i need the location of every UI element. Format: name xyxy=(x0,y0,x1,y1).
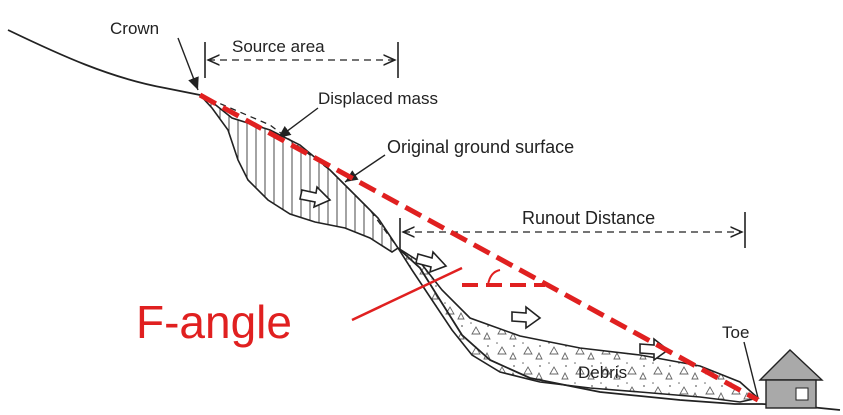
source-area-label: Source area xyxy=(232,37,325,56)
displaced-mass-area xyxy=(199,94,400,253)
movement-arrow-3 xyxy=(511,305,542,330)
f-angle-label: F-angle xyxy=(136,296,292,348)
movement-arrow-2 xyxy=(415,250,448,274)
original-ground-surface-line xyxy=(199,94,399,249)
crown-leader xyxy=(177,37,199,91)
toe-leader xyxy=(743,341,759,399)
debris-area xyxy=(397,247,760,403)
original-ground-surface-label: Original ground surface xyxy=(387,137,574,157)
source-area-dimension xyxy=(204,42,399,78)
ground-profile-upper xyxy=(7,29,201,96)
runout-distance-label: Runout Distance xyxy=(522,208,655,228)
reach-line xyxy=(198,92,760,403)
movement-arrow-4 xyxy=(639,337,670,362)
displaced-mass-label: Displaced mass xyxy=(318,89,438,108)
runout-distance-dimension xyxy=(399,212,746,250)
house-icon xyxy=(758,349,824,409)
crown-label: Crown xyxy=(110,19,159,38)
angle-arc xyxy=(487,269,501,286)
debris-label: Debris xyxy=(578,363,627,382)
movement-arrows xyxy=(299,185,670,362)
displaced-mass-leader xyxy=(277,107,319,139)
toe-label: Toe xyxy=(722,323,749,342)
f-angle-pointer xyxy=(351,266,463,322)
movement-arrow-1 xyxy=(299,185,332,209)
